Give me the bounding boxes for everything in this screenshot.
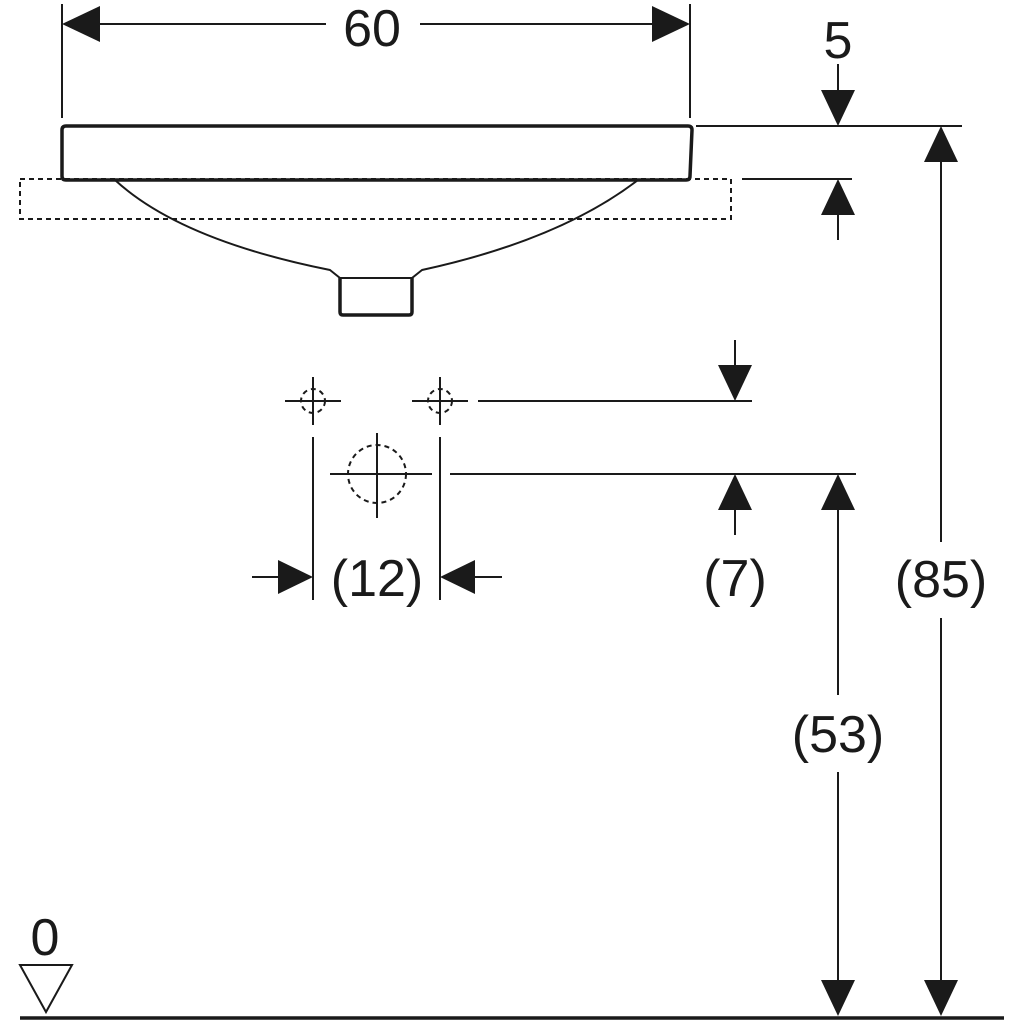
- tap-offset-label: (7): [703, 550, 767, 608]
- width-label: 60: [343, 0, 401, 58]
- total-height-label: (85): [895, 551, 987, 609]
- triangle-down-icon: [18, 964, 74, 1015]
- arrow-left-icon: [62, 6, 100, 42]
- tap-offset-dimension: (7): [450, 340, 856, 608]
- arrow-right-icon: [278, 560, 313, 594]
- arrow-down-icon: [821, 980, 855, 1016]
- arrow-up-icon: [924, 126, 958, 162]
- arrow-up-icon: [821, 179, 855, 215]
- floor-level-label: 0: [31, 909, 60, 967]
- arrow-up-icon: [718, 474, 752, 510]
- width-dimension: 60: [61, 0, 691, 118]
- arrow-up-icon: [821, 474, 855, 510]
- basin-bowl: [114, 179, 639, 279]
- outlet-hole: [330, 433, 432, 518]
- arrow-down-icon: [718, 365, 752, 401]
- tap-hole-right: [412, 377, 468, 425]
- outlet-height-label: (53): [792, 706, 884, 764]
- outlet-height-dimension: (53): [792, 474, 884, 1016]
- tap-spacing-dimension: (12): [252, 437, 502, 608]
- basin-rim: [60, 124, 694, 182]
- arrow-left-icon: [440, 560, 475, 594]
- countertop-outline: [19, 178, 732, 220]
- floor-level: 0: [18, 909, 1004, 1020]
- rim-thickness-label: 5: [824, 12, 853, 70]
- basin-outline: [19, 124, 732, 317]
- arrow-down-icon: [924, 980, 958, 1016]
- drain-outlet: [338, 278, 414, 317]
- tap-hole-left: [285, 377, 341, 425]
- rim-thickness-dimension: 5: [696, 12, 962, 240]
- total-height-dimension: (85): [895, 126, 987, 1016]
- arrow-right-icon: [652, 6, 690, 42]
- tap-spacing-label: (12): [331, 550, 423, 608]
- arrow-down-icon: [821, 90, 855, 126]
